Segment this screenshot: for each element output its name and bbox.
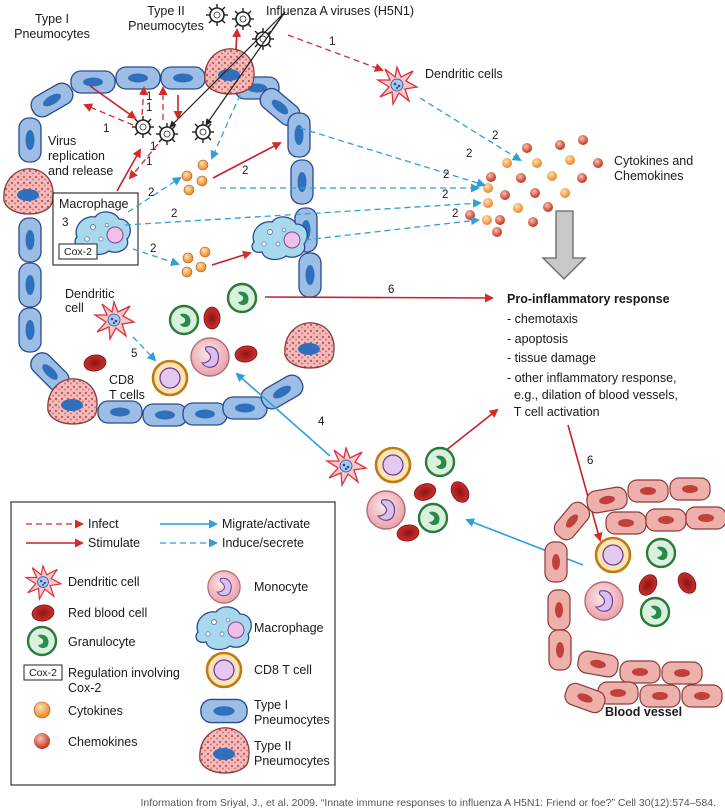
legend-arrows: [26, 519, 218, 548]
migrating-cells: [326, 446, 473, 544]
label-type2-line1: Type II: [147, 4, 185, 18]
label-replication-1: Virus: [48, 134, 76, 148]
blood-vessel: [544, 477, 725, 716]
cox2-label: Cox-2: [64, 246, 92, 258]
legend-cox2-box: Cox-2: [29, 667, 57, 679]
step-1a: 1: [329, 36, 335, 48]
label-cd8-2: T cells: [109, 388, 145, 402]
step-1b: 1: [103, 123, 109, 135]
legend-symbols: [23, 565, 252, 774]
arrows: [83, 28, 603, 566]
dendritic-cell-top: [377, 66, 418, 105]
step-1f: 1: [146, 156, 152, 168]
label-type1-line1: Type I: [35, 12, 69, 26]
legend-rbc: Red blood cell: [68, 606, 147, 620]
cox2-tag: [58, 243, 98, 260]
legend-monocyte: Monocyte: [254, 580, 308, 594]
step-6b: 6: [587, 455, 593, 467]
text-layer: Type I Pneumocytes Type II Pneumocytes I…: [14, 4, 716, 809]
legend-infect: Infect: [88, 517, 119, 531]
legend-migrate: Migrate/activate: [222, 517, 310, 531]
step-3: 3: [62, 217, 68, 229]
step-2e: 2: [452, 208, 458, 220]
cytokine-cluster: [181, 159, 211, 278]
label-viruses: Influenza A viruses (H5N1): [266, 4, 414, 18]
label-cytokines-2: Chemokines: [614, 169, 683, 183]
legend-cox2-text-2: Cox-2: [68, 681, 101, 695]
step-2a: 2: [492, 130, 498, 142]
step-5: 5: [131, 348, 137, 360]
label-cd8-1: CD8: [109, 373, 134, 387]
macrophage-box: [52, 192, 139, 266]
legend-dendritic: Dendritic cell: [68, 575, 140, 589]
step-1e: 1: [150, 141, 156, 153]
label-blood-vessel: Blood vessel: [605, 705, 682, 719]
legend-macrophage: Macrophage: [254, 621, 324, 635]
step-2c: 2: [443, 169, 449, 181]
step-2g: 2: [148, 187, 154, 199]
legend-granulocyte: Granulocyte: [68, 635, 135, 649]
response-item-3: - tissue damage: [507, 351, 596, 365]
response-title: Pro-inflammatory response: [507, 292, 670, 306]
legend-stimulate: Stimulate: [88, 536, 140, 550]
step-2h: 2: [171, 208, 177, 220]
legend-type1-2: Pneumocytes: [254, 713, 330, 727]
source-credit: Information from Sriyal, J., et al. 2009…: [141, 797, 716, 809]
step-6a: 6: [388, 284, 394, 296]
label-dendritic-in-1: Dendritic: [65, 287, 114, 301]
step-2d: 2: [442, 189, 448, 201]
step-2i: 2: [150, 243, 156, 255]
label-type2-line2: Pneumocytes: [128, 19, 204, 33]
response-item-5: e.g., dilation of blood vessels,: [507, 388, 678, 402]
legend-type1-1: Type I: [254, 698, 288, 712]
legend-type2-1: Type II: [254, 739, 292, 753]
step-4: 4: [318, 416, 325, 428]
response-item-2: - apoptosis: [507, 332, 568, 346]
step-1c: 1: [146, 102, 152, 114]
legend-cytokines: Cytokines: [68, 704, 123, 718]
label-cytokines-1: Cytokines and: [614, 154, 693, 168]
cytokine-chemokine-pool: [465, 135, 603, 237]
response-item-4: - other inflammatory response,: [507, 371, 677, 385]
legend-box: [10, 501, 336, 786]
legend-chemokines: Chemokines: [68, 735, 137, 749]
label-macrophage: Macrophage: [59, 197, 129, 211]
legend-cd8: CD8 T cell: [254, 663, 312, 677]
legend-induce: Induce/secrete: [222, 536, 304, 550]
step-1d: 1: [146, 91, 152, 103]
label-dendritic-in-2: cell: [65, 301, 84, 315]
alveolus-cells: [74, 211, 308, 397]
step-2b: 2: [466, 148, 472, 160]
downward-arrow: [541, 210, 587, 280]
label-replication-3: and release: [48, 164, 113, 178]
step-2f: 2: [242, 165, 248, 177]
response-item-6: T cell activation: [507, 405, 600, 419]
legend-type2-2: Pneumocytes: [254, 754, 330, 768]
label-replication-2: replication: [48, 149, 105, 163]
legend-cox2-text-1: Regulation involving: [68, 666, 180, 680]
response-item-1: - chemotaxis: [507, 312, 578, 326]
virus-label-leaders: [169, 11, 286, 128]
label-type1-line2: Pneumocytes: [14, 27, 90, 41]
label-dendritic-top: Dendritic cells: [425, 67, 503, 81]
